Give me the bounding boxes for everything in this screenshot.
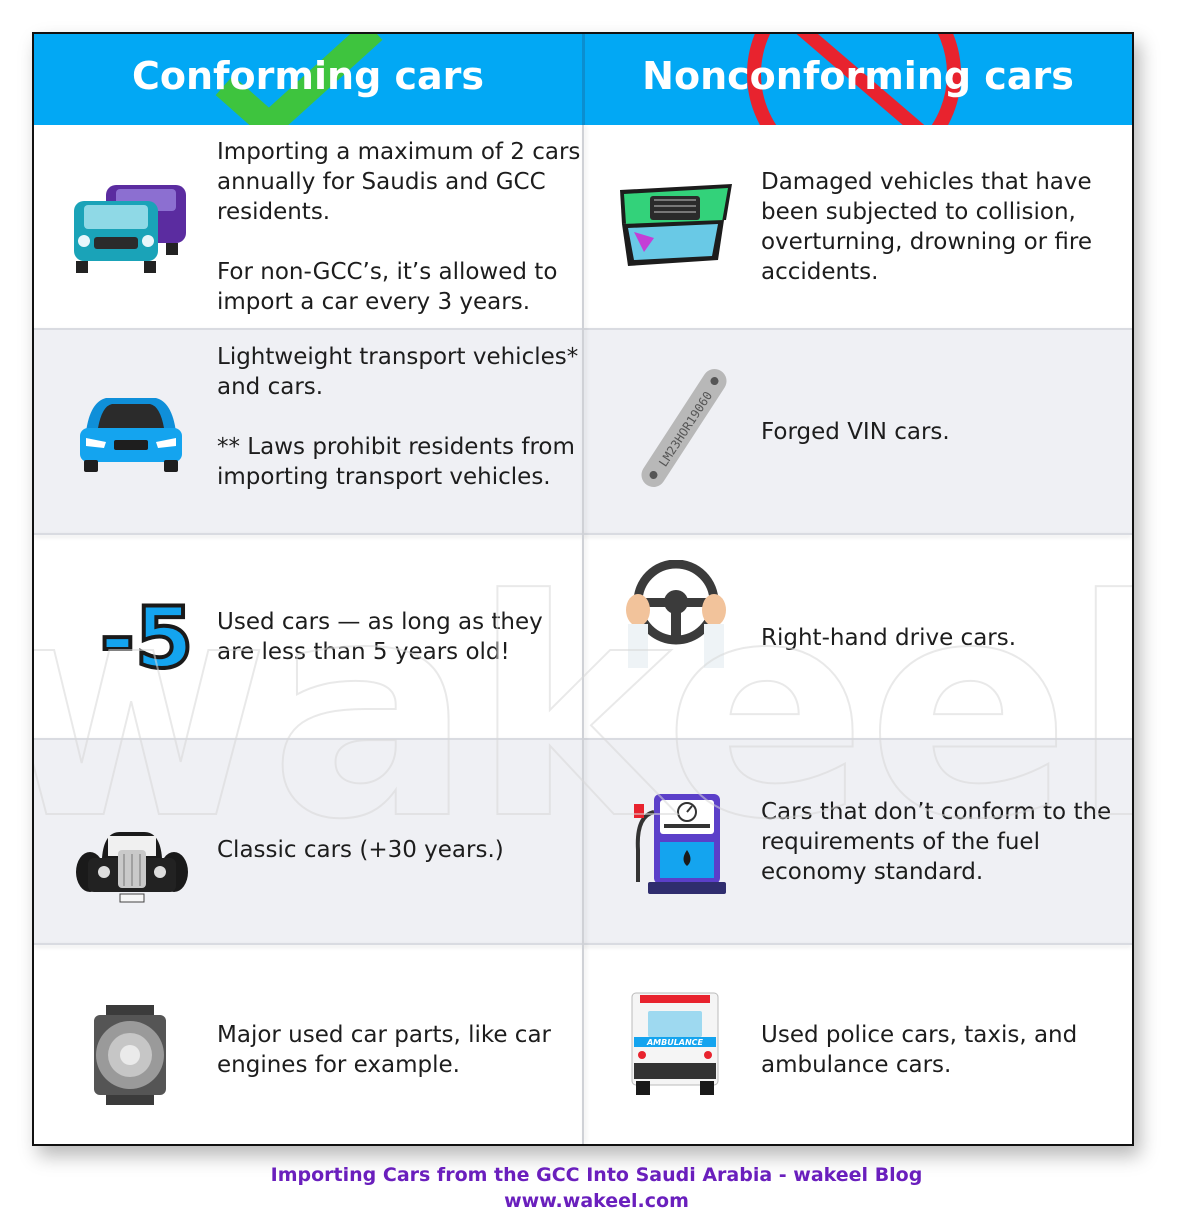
two-cars-icon bbox=[74, 185, 186, 273]
vin-plate-icon: LM23HOR19060 bbox=[641, 369, 727, 487]
conforming-cell: Major used car parts, like car engines f… bbox=[34, 945, 582, 1144]
conforming-text: Lightweight transport vehicles* and cars… bbox=[217, 344, 579, 490]
nonconforming-cell: AMBULANCE Used police cars, taxis, and a… bbox=[584, 945, 1132, 1144]
steering-wheel-icon bbox=[626, 560, 726, 668]
minus-five-icon: -5 bbox=[98, 589, 195, 687]
comparison-card: Conforming cars Nonconforming cars Impor… bbox=[32, 32, 1134, 1146]
nonconforming-cell: LM23HOR19060 Forged VIN cars. bbox=[584, 330, 1132, 533]
conforming-cell: Classic cars (+30 years.) bbox=[34, 740, 582, 943]
footer: Importing Cars from the GCC Into Saudi A… bbox=[0, 1162, 1193, 1214]
conforming-cell: Lightweight transport vehicles* and cars… bbox=[34, 330, 582, 533]
nonconforming-header: Nonconforming cars bbox=[642, 54, 1074, 98]
conforming-text: Classic cars (+30 years.) bbox=[217, 837, 504, 863]
checkmark-icon bbox=[215, 34, 383, 125]
conforming-cell: Importing a maximum of 2 cars annually f… bbox=[34, 125, 582, 328]
column-divider bbox=[582, 125, 584, 1144]
nonconforming-text: Right-hand drive cars. bbox=[761, 625, 1017, 651]
table-row: Importing a maximum of 2 cars annually f… bbox=[34, 125, 1132, 328]
nonconforming-text: Forged VIN cars. bbox=[761, 419, 950, 445]
footer-url[interactable]: www.wakeel.com bbox=[504, 1190, 689, 1212]
nonconforming-cell: Right-hand drive cars. bbox=[584, 535, 1132, 738]
nonconforming-cell: Cars that don’t conform to the requireme… bbox=[584, 740, 1132, 943]
conforming-text: Importing a maximum of 2 cars annually f… bbox=[217, 139, 581, 315]
header-divider bbox=[582, 34, 585, 125]
conforming-header: Conforming cars bbox=[131, 54, 485, 98]
vin-number: LM23HOR19060 bbox=[656, 389, 715, 469]
conforming-cell: -5 Used cars — as long as they are less … bbox=[34, 535, 582, 738]
fuel-pump-icon bbox=[634, 794, 726, 894]
nonconforming-cell: Damaged vehicles that have been subjecte… bbox=[584, 125, 1132, 328]
nonconforming-text: Damaged vehicles that have been subjecte… bbox=[761, 169, 1093, 285]
table-header: Conforming cars Nonconforming cars bbox=[34, 34, 1132, 125]
table-row: -5 Used cars — as long as they are less … bbox=[34, 535, 1132, 738]
prohibited-icon bbox=[747, 34, 961, 125]
nonconforming-text: Used police cars, taxis, and ambulance c… bbox=[761, 1022, 1078, 1078]
table-row: Major used car parts, like car engines f… bbox=[34, 945, 1132, 1144]
blue-car-icon bbox=[80, 398, 182, 472]
conforming-text: Used cars — as long as they are less tha… bbox=[217, 609, 543, 665]
footer-title: Importing Cars from the GCC Into Saudi A… bbox=[270, 1164, 923, 1186]
engine-part-icon bbox=[94, 1005, 166, 1105]
damaged-car-icon bbox=[620, 184, 732, 266]
ambulance-icon: AMBULANCE bbox=[631, 992, 719, 1095]
conforming-text: Major used car parts, like car engines f… bbox=[217, 1022, 552, 1078]
classic-car-icon bbox=[76, 832, 188, 903]
nonconforming-text: Cars that don’t conform to the requireme… bbox=[761, 799, 1112, 885]
ambulance-label: AMBULANCE bbox=[646, 1038, 704, 1047]
